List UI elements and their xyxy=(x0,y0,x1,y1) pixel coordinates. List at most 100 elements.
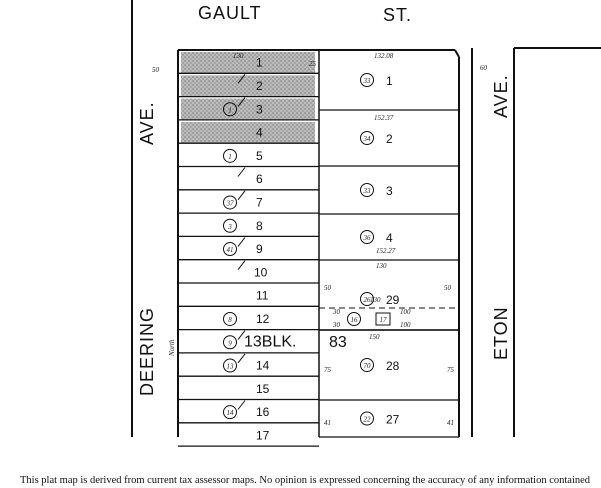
middle-square-number-17: 17 xyxy=(380,316,388,324)
measurement-lot4-bottom: 152.27 xyxy=(376,247,396,255)
measurement-lot-depth-right-75-b: 75 xyxy=(324,366,332,374)
measurement-lot-depth-right-41-a: 41 xyxy=(447,419,454,427)
middle-circle-16 xyxy=(347,312,361,326)
measurement-mid-left-bottom: 30 xyxy=(332,321,341,329)
street-label-st: ST. xyxy=(383,5,413,25)
street-label-eton: ETON xyxy=(491,306,511,360)
north-label: North xyxy=(168,339,176,357)
street-label-ave-left: AVE. xyxy=(137,101,157,145)
measurement-lot-depth-right-50-b: 50 xyxy=(324,284,332,292)
right-lot-circle-number-4: 36 xyxy=(363,234,372,242)
left-lot-circle-7 xyxy=(223,195,237,210)
measurement-mid-right-top: 100 xyxy=(400,308,411,316)
left-lot-4: 4 xyxy=(178,121,319,144)
right-lot-circle-number-28: 70 xyxy=(364,362,372,370)
lot-slash-13 xyxy=(237,330,246,340)
right-lot-circle-3 xyxy=(360,183,374,197)
left-lot-circle-number-14: 13 xyxy=(227,363,235,371)
lot-slash-10 xyxy=(237,260,246,271)
left-lot-number-2: 2 xyxy=(256,79,263,93)
left-lot-circle-8 xyxy=(223,218,237,233)
right-lot-number-4: 4 xyxy=(386,231,393,245)
measurement-lot1-top: 130 xyxy=(233,52,244,60)
lot-slash-9 xyxy=(237,237,246,247)
street-label-deering: DEERING xyxy=(137,306,157,396)
shaded-lot-4 xyxy=(181,121,315,144)
left-lot-1: 1 xyxy=(178,52,319,74)
right-lot-circle-27 xyxy=(360,411,374,426)
left-lot-2: 2 xyxy=(178,73,319,98)
right-lot-circle-number-27: 22 xyxy=(364,416,372,424)
measurement-street-width-left: 50 xyxy=(152,66,160,74)
left-lot-number-5: 5 xyxy=(256,149,263,163)
right-lot-1: 33 1 xyxy=(319,73,459,111)
lot-slash-14 xyxy=(237,353,246,364)
right-lot-circle-4 xyxy=(360,230,374,244)
left-lot-14: 13 14 xyxy=(178,353,319,377)
lot-slash-6 xyxy=(237,167,246,177)
right-lot-number-28: 28 xyxy=(386,359,400,373)
left-lot-circle-number-16: 14 xyxy=(227,409,235,417)
measurement-lot4-under: 130 xyxy=(376,262,387,270)
middle-square-17 xyxy=(375,312,391,326)
measurement-lot3-right: 152.37 xyxy=(374,114,394,122)
left-lot-number-16: 16 xyxy=(256,405,270,419)
right-lot-circle-number-29: 26 xyxy=(364,296,372,304)
right-lot-28: 70 28 xyxy=(319,358,459,401)
street-label-ave-right: AVE. xyxy=(491,74,511,118)
left-lot-circle-16 xyxy=(223,405,237,420)
left-lot-circle-number-12: 8 xyxy=(228,316,232,324)
measurement-mid-right-bottom: 100 xyxy=(400,321,411,329)
left-lot-17: 17 xyxy=(178,428,319,447)
left-lot-circle-number-13: 9 xyxy=(228,339,232,347)
left-lot-11: 11 xyxy=(178,289,319,307)
measurement-lot-depth-top-left: 25 xyxy=(309,60,317,68)
left-lot-number-13: 13BLK. xyxy=(244,333,296,350)
right-lot-number-2: 2 xyxy=(386,132,393,146)
left-lot-circle-number-8: 3 xyxy=(227,223,232,231)
left-lot-number-8: 8 xyxy=(256,219,263,233)
measurement-lot-depth-right-50-a: 50 xyxy=(444,284,452,292)
measurement-street-width-right: 60 xyxy=(480,64,488,72)
measurement-top-right-frontage: 132.08 xyxy=(374,52,394,60)
right-lot-number-1: 1 xyxy=(386,74,393,88)
plat-map-disclaimer: This plat map is derived from current ta… xyxy=(20,475,591,486)
measurement-lot-depth-right-41-b: 41 xyxy=(324,419,331,427)
left-lot-circle-number-7: 37 xyxy=(226,199,235,207)
left-lot-circle-9 xyxy=(223,242,237,257)
right-lot-circle-1 xyxy=(360,73,374,87)
measurement-lot28-top: 150 xyxy=(369,333,380,341)
block-number-label: 83 xyxy=(329,334,347,351)
left-lot-13: 9 13BLK. xyxy=(178,330,319,354)
left-lot-number-3: 3 xyxy=(256,102,263,116)
left-lot-number-7: 7 xyxy=(256,195,263,209)
right-lot-circle-number-3: 33 xyxy=(363,187,372,195)
lot-slash-3 xyxy=(237,97,246,107)
left-lot-circle-13 xyxy=(223,335,237,350)
left-lot-number-10: 10 xyxy=(254,265,268,279)
left-lot-circle-number-9: 41 xyxy=(227,246,234,254)
left-lot-circle-14 xyxy=(223,358,237,373)
left-lot-number-17: 17 xyxy=(256,428,270,442)
left-lot-circle-12 xyxy=(223,311,237,326)
right-lot-number-3: 3 xyxy=(386,184,393,198)
lot-slash-7 xyxy=(237,190,246,201)
measurement-lot29-top: 130 xyxy=(370,296,381,304)
left-lot-6: 6 xyxy=(178,167,319,191)
left-lot-7: 37 7 xyxy=(178,190,319,214)
right-lot-circle-29 xyxy=(360,292,374,306)
lot-slash-2 xyxy=(237,73,246,84)
shaded-lot-3 xyxy=(181,98,315,120)
left-lot-number-14: 14 xyxy=(256,359,270,373)
middle-circle-number-16: 16 xyxy=(351,316,359,324)
right-lot-circle-number-1: 33 xyxy=(363,77,372,85)
left-lot-circle-number-3: 1 xyxy=(228,106,232,114)
